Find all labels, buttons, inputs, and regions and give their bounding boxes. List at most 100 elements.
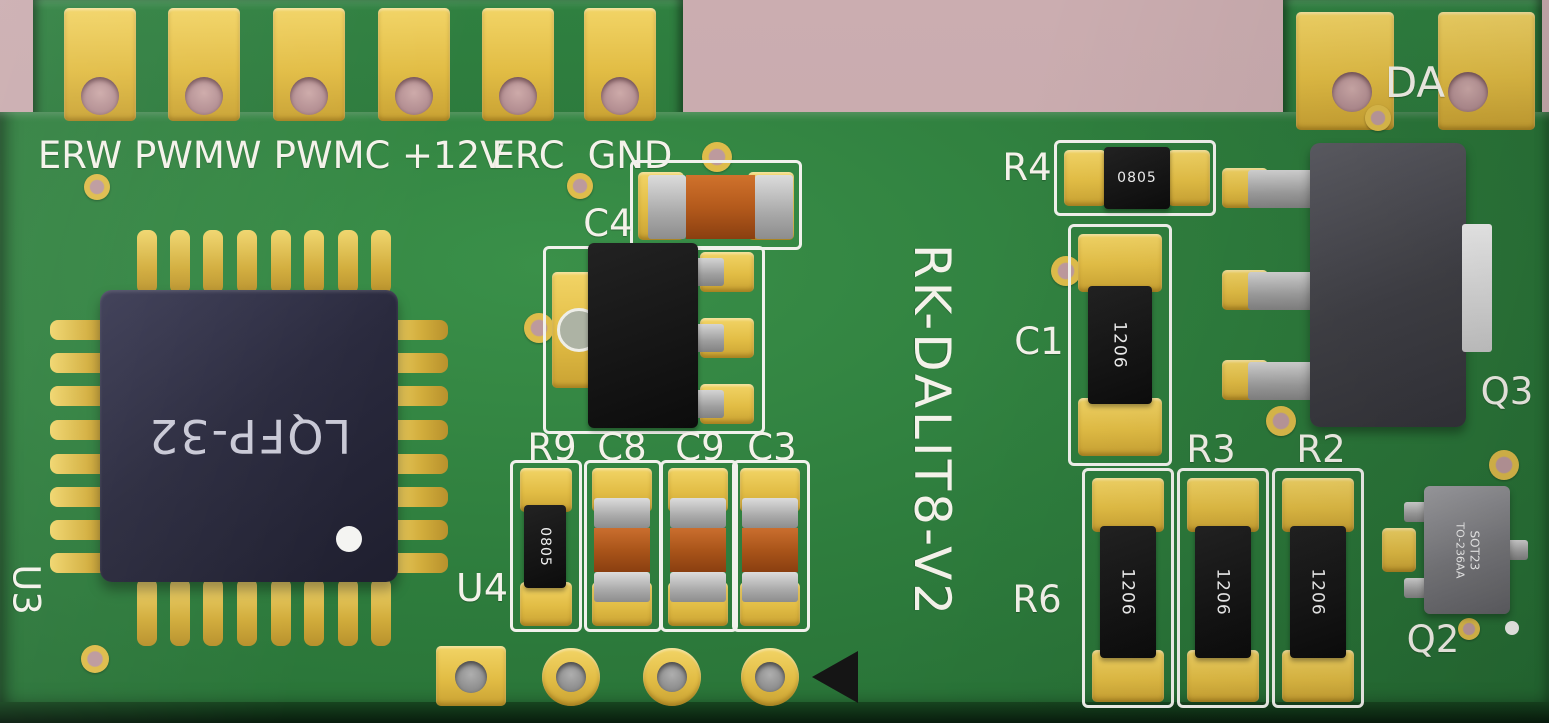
u3-package-marking: LQFP-32 (146, 409, 352, 463)
ic-pin (237, 230, 257, 294)
ic-pin (50, 520, 116, 540)
ic-pin (382, 520, 448, 540)
c1-pad (1078, 234, 1162, 292)
ic-pin (304, 230, 324, 294)
c4-body (686, 175, 755, 239)
q2-lead (1504, 540, 1528, 560)
c3-outline (732, 460, 810, 632)
connector-label-erw: ERW (37, 134, 123, 177)
q2-pad (1382, 528, 1416, 572)
ic-pin (50, 553, 116, 573)
via (1489, 450, 1519, 480)
ic-pin (338, 578, 358, 646)
c3-body (742, 528, 798, 572)
q2-lead (1404, 578, 1430, 598)
ic-pin (382, 454, 448, 474)
ic-pin (170, 230, 190, 294)
ic-pin (382, 553, 448, 573)
r4-code: 0805 (1117, 170, 1157, 186)
pad-hole (290, 77, 328, 115)
u3-ref: U3 (4, 564, 48, 615)
resistor-code: 1206 (1117, 568, 1138, 616)
board-title: RK-DALIT8-V2 (903, 243, 961, 619)
c1-body: 1206 (1088, 286, 1152, 404)
ic-pin (304, 578, 324, 646)
pad-hole (395, 77, 433, 115)
via (567, 173, 593, 199)
ic-pin (382, 386, 448, 406)
q2-body: SOT23 TO-236AA (1424, 486, 1510, 614)
connector-label-12v: +12V (402, 134, 506, 177)
r4-body: 0805 (1104, 147, 1170, 209)
ic-pin (371, 230, 391, 294)
q3-lead (1248, 362, 1314, 400)
c4-terminal (755, 175, 793, 239)
da-label: DA (1384, 58, 1446, 107)
ic-pin (50, 386, 116, 406)
c4-ref: C4 (583, 202, 633, 245)
ic-pin (137, 230, 157, 294)
c9-terminal (670, 498, 726, 528)
ic-pin (50, 420, 116, 440)
resistor-code: 1206 (1307, 568, 1328, 616)
r9-outline (510, 460, 582, 632)
c9-terminal (670, 572, 726, 602)
ic-pin (50, 487, 116, 507)
r4-pad (1168, 150, 1210, 206)
via (1365, 105, 1391, 131)
resistor-body: 1206 (1290, 526, 1346, 658)
q2-marking-line2: TO-236AA (1453, 521, 1467, 579)
ic-pin (170, 578, 190, 646)
pad-hole (455, 661, 487, 693)
r9-pad (520, 468, 572, 512)
pin1-dot (336, 526, 362, 552)
resistor-pad (1092, 478, 1164, 532)
ic-pin (382, 420, 448, 440)
r9-body: 0805 (524, 505, 566, 588)
da-pad (1438, 12, 1535, 130)
ic-pin (382, 487, 448, 507)
resistor-pad (1282, 650, 1354, 702)
c8-terminal (594, 572, 650, 602)
r9-pad (520, 582, 572, 626)
u4-body (588, 243, 698, 428)
pad-hole (499, 77, 537, 115)
via (702, 142, 732, 172)
via (1051, 256, 1081, 286)
r2-ref: R2 (1296, 428, 1346, 471)
q2-ref: Q2 (1406, 618, 1460, 661)
resistor-code: 1206 (1212, 568, 1233, 616)
r9-code: 0805 (536, 526, 553, 567)
ic-pin (50, 320, 116, 340)
q3-tab (1462, 224, 1492, 352)
q3-ref: Q3 (1480, 370, 1534, 413)
resistor-pad (1282, 478, 1354, 532)
pad-hole (657, 662, 687, 692)
pad-hole (81, 77, 119, 115)
ic-pin (271, 230, 291, 294)
connector-tab (33, 0, 683, 120)
c1-ref: C1 (1014, 320, 1064, 363)
resistor-body: 1206 (1100, 526, 1156, 658)
resistor-body: 1206 (1195, 526, 1251, 658)
r6-ref: R6 (1012, 578, 1062, 621)
resistor-outline (1082, 468, 1174, 708)
q2-marking-line1: SOT23 (1467, 530, 1482, 570)
via (84, 174, 110, 200)
c9-body (670, 528, 726, 572)
c1-pad (1078, 398, 1162, 456)
connector-label-erc: ERC (491, 134, 565, 177)
c8-terminal (594, 498, 650, 528)
r4-ref: R4 (1002, 146, 1052, 189)
pad-hole (1448, 72, 1488, 112)
q3-lead (1248, 272, 1314, 310)
resistor-pad (1187, 478, 1259, 532)
r4-outline (1054, 140, 1216, 216)
resistor-pad (1187, 650, 1259, 702)
resistor-outline (1272, 468, 1364, 708)
c1-outline (1068, 224, 1172, 466)
ic-pin (203, 578, 223, 646)
pad-hole (185, 77, 223, 115)
via (1266, 406, 1296, 436)
